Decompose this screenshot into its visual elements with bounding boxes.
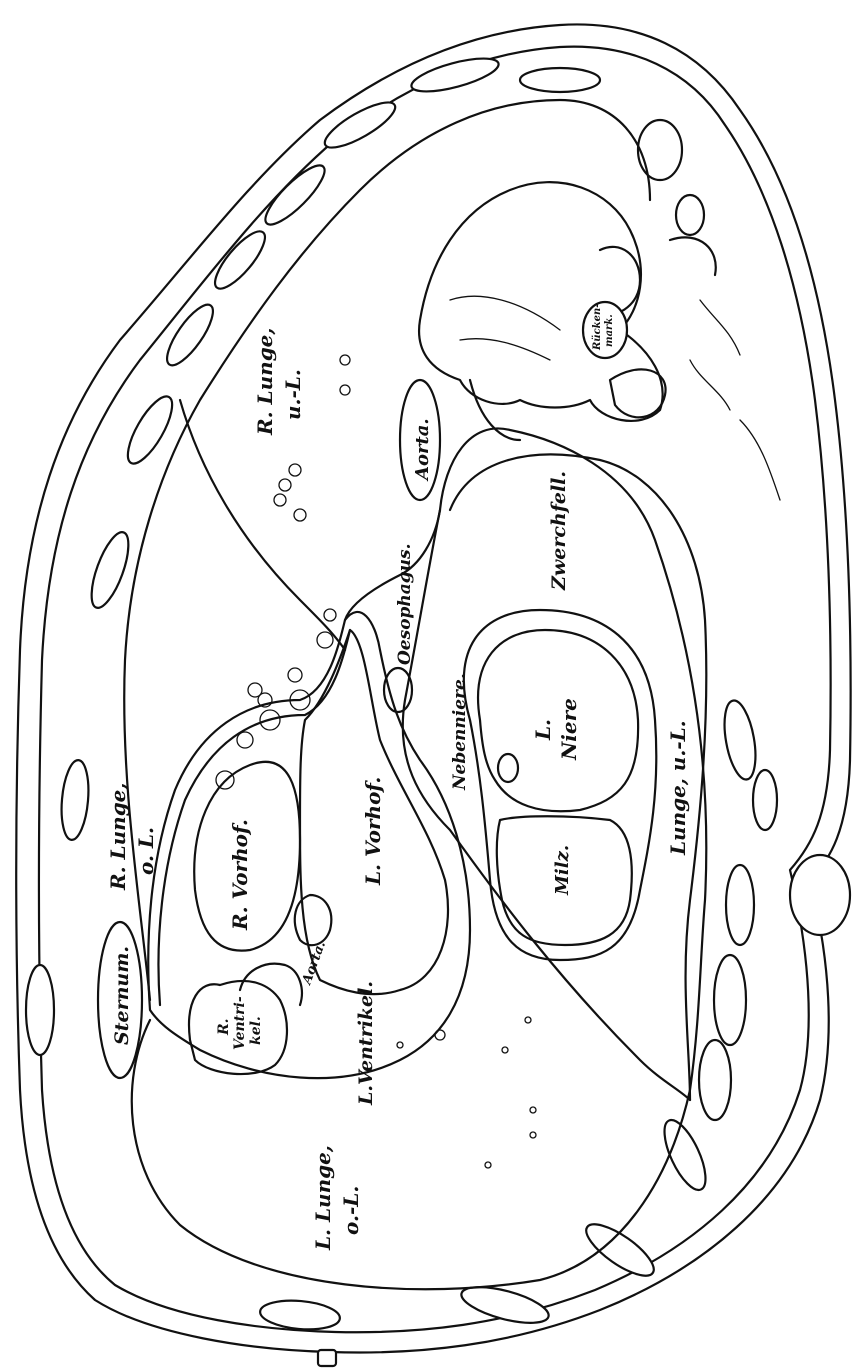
label-rueckenmark-1: Rücken- [592,304,603,351]
label-oesophagus: Oesophagus. [395,543,415,665]
mediastinal-line [180,400,345,650]
label-r-lunge-ol-2: o. L. [134,827,158,875]
pleural-boundary [132,428,707,1289]
label-r-lunge-ul: R. Lunge, u.-L. [253,328,305,436]
label-l-vorhof: L. Vorhof. [361,777,385,886]
label-l-niere-1: L. [531,719,555,741]
ribs [26,52,850,1366]
label-r-ventrikel: R. Ventri- kel. [216,996,264,1050]
label-r-ventrikel-2: Ventri- [232,996,248,1050]
label-l-lunge-ol: L. Lunge, o.-L. [311,1145,363,1251]
body-inner-contour [39,47,831,1333]
label-l-niere: L. Niere [531,698,581,761]
label-l-lunge-ol-2: o.-L. [339,1186,363,1235]
aortic-valve [295,895,332,945]
body-outer-contour [16,24,850,1352]
label-r-lunge-ul-2: u.-L. [281,369,305,420]
label-aorta-small: Aorta. [299,939,329,988]
label-l-ventrikel: L.Ventrikel. [355,981,377,1106]
label-lunge-ul: Lunge, u.-L. [666,720,690,856]
label-l-lunge-ol-1: L. Lunge, [311,1145,335,1251]
aortic-root [240,964,302,1005]
label-sternum: Sternum. [111,946,133,1045]
label-l-niere-2: Niere [557,698,581,761]
label-r-ventrikel-3: kel. [248,1016,264,1045]
label-aorta: Aorta. [412,418,433,482]
label-nebenniere: Nebenniere. [450,673,470,791]
label-r-vorhof: R. Vorhof. [228,819,252,931]
label-r-ventrikel-1: R. [216,1018,232,1036]
label-r-lunge-ul-1: R. Lunge, [253,328,277,436]
label-milz: Milz. [552,845,573,896]
label-r-lunge-ol-1: R. Lunge, [106,783,130,891]
adrenal-gland [498,754,518,782]
label-rueckenmark-2: mark. [604,314,615,347]
label-zwerchfell: Zwerchfell. [548,471,570,591]
